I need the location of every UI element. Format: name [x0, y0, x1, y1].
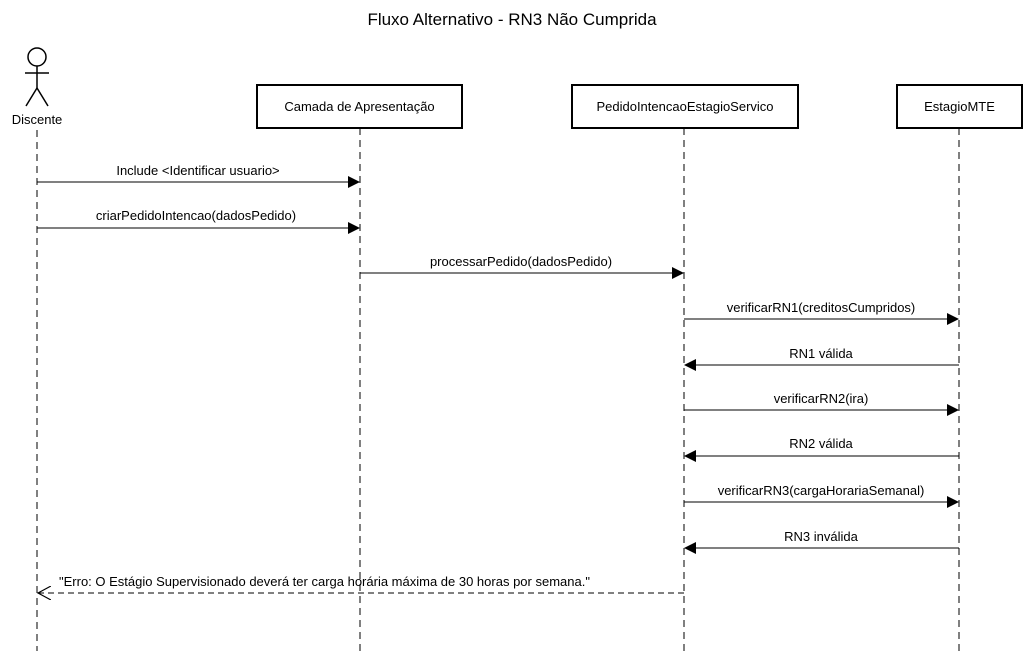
message-rn3-invalida: RN3 inválida — [684, 529, 959, 554]
actor-label: Discente — [12, 112, 63, 127]
diagram-title: Fluxo Alternativo - RN3 Não Cumprida — [367, 10, 657, 29]
actor-right-leg — [36, 87, 49, 107]
message-label: processarPedido(dadosPedido) — [430, 254, 612, 269]
actor-discente: Discente — [12, 47, 63, 127]
participant-apresentacao: Camada de Apresentação — [256, 84, 463, 129]
message-verificar-rn1: verificarRN1(creditosCumpridos) — [684, 300, 959, 325]
participant-box — [571, 84, 799, 129]
message-label: RN3 inválida — [784, 529, 858, 544]
message-verificar-rn2: verificarRN2(ira) — [684, 391, 959, 416]
actor-head — [27, 47, 47, 67]
actor-left-leg — [25, 87, 38, 107]
participant-box — [256, 84, 463, 129]
participant-label: PedidoIntencaoEstagioServico — [596, 99, 773, 114]
participant-box — [896, 84, 1023, 129]
message-erro-return: "Erro: O Estágio Supervisionado deverá t… — [38, 574, 684, 593]
message-label: "Erro: O Estágio Supervisionado deverá t… — [59, 574, 590, 589]
participant-label: Camada de Apresentação — [284, 99, 434, 114]
message-label: Include <Identificar usuario> — [116, 163, 279, 178]
participant-servico: PedidoIntencaoEstagioServico — [571, 84, 799, 129]
message-label: verificarRN2(ira) — [774, 391, 869, 406]
message-label: verificarRN1(creditosCumpridos) — [727, 300, 916, 315]
message-rn2-valida: RN2 válida — [684, 436, 959, 462]
message-label: RN1 válida — [789, 346, 853, 361]
message-criar-pedido: criarPedidoIntencao(dadosPedido) — [37, 208, 360, 234]
message-label: criarPedidoIntencao(dadosPedido) — [96, 208, 296, 223]
participant-mte: EstagioMTE — [896, 84, 1023, 129]
message-label: verificarRN3(cargaHorariaSemanal) — [718, 483, 925, 498]
message-rn1-valida: RN1 válida — [684, 346, 959, 371]
message-verificar-rn3: verificarRN3(cargaHorariaSemanal) — [684, 483, 959, 508]
message-processar-pedido: processarPedido(dadosPedido) — [360, 254, 684, 279]
message-label: RN2 válida — [789, 436, 853, 451]
message-include: Include <Identificar usuario> — [37, 163, 360, 188]
participant-label: EstagioMTE — [924, 99, 995, 114]
